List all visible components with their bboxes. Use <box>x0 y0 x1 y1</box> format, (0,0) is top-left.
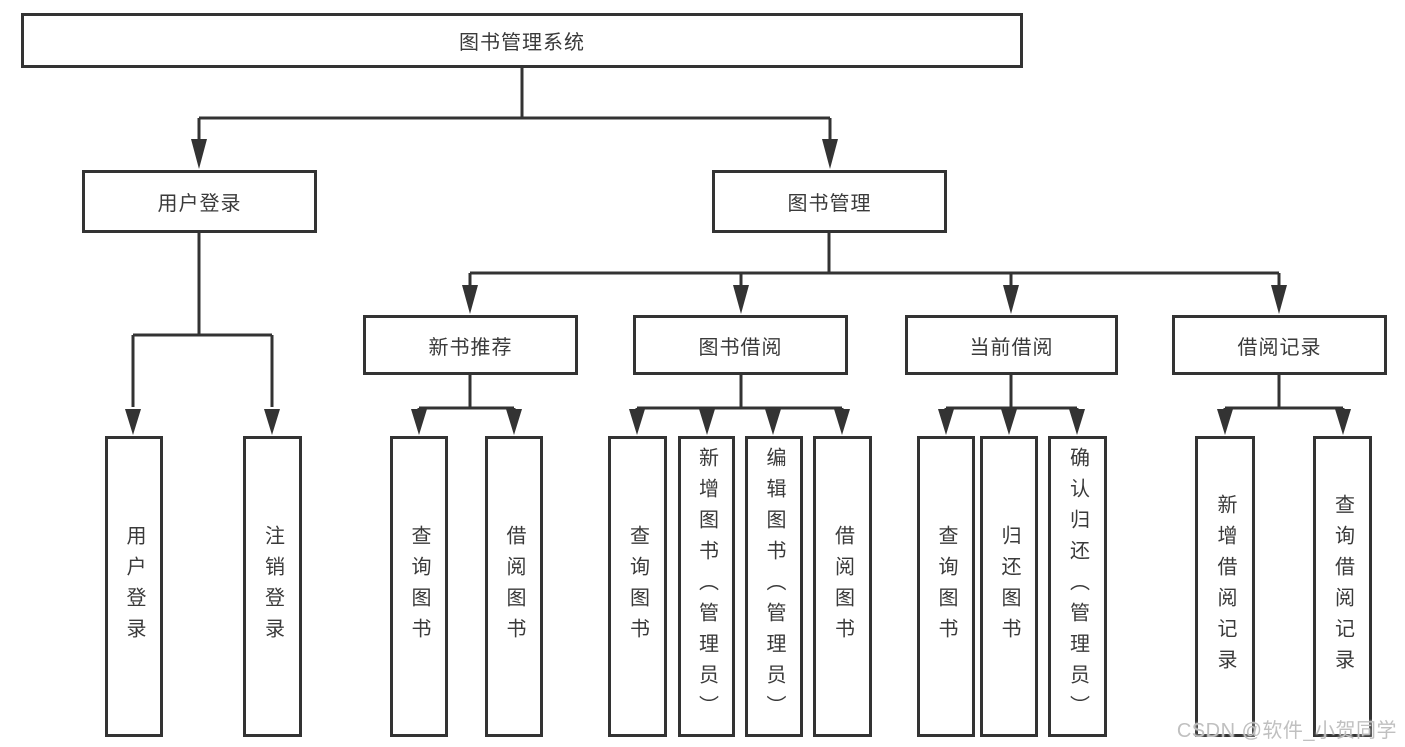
node-root-system: 图书管理系统 <box>21 13 1023 68</box>
leaf-query-borrow-record: 查询借阅记录 <box>1313 436 1372 737</box>
leaf-recommend-query-book: 查询图书 <box>390 436 448 737</box>
node-borrow-record: 借阅记录 <box>1172 315 1387 375</box>
leaf-borrow-borrow-book: 借阅图书 <box>813 436 872 737</box>
node-current-borrow: 当前借阅 <box>905 315 1118 375</box>
leaf-recommend-borrow-book: 借阅图书 <box>485 436 543 737</box>
leaf-confirm-return-admin: 确认归还（管理员） <box>1048 436 1107 737</box>
leaf-add-borrow-record: 新增借阅记录 <box>1195 436 1255 737</box>
node-label: 图书管理系统 <box>459 32 585 54</box>
node-label: 图书借阅 <box>698 336 783 359</box>
node-label: 新书推荐 <box>428 336 513 359</box>
node-label: 查询图书 <box>626 524 649 649</box>
node-label: 借阅记录 <box>1237 336 1322 359</box>
node-user-login: 用户登录 <box>82 170 317 233</box>
leaf-edit-book-admin: 编辑图书（管理员） <box>745 436 803 737</box>
leaf-return-book: 归还图书 <box>980 436 1038 737</box>
node-label: 借阅图书 <box>831 524 854 649</box>
leaf-current-query-book: 查询图书 <box>917 436 975 737</box>
watermark: CSDN @软件_小贺同学 <box>1176 720 1397 742</box>
node-label: 当前借阅 <box>969 336 1054 359</box>
leaf-user-login: 用户登录 <box>105 436 163 737</box>
node-label: 编辑图书（管理员） <box>763 447 785 726</box>
node-new-book-recommend: 新书推荐 <box>363 315 578 375</box>
node-label: 用户登录 <box>123 524 145 649</box>
node-label: 新增借阅记录 <box>1214 493 1236 680</box>
leaf-logout: 注销登录 <box>243 436 302 737</box>
node-label: 注销登录 <box>261 524 284 649</box>
leaf-add-book-admin: 新增图书（管理员） <box>678 436 735 737</box>
node-label: 借阅图书 <box>503 524 525 649</box>
node-label: 新增图书（管理员） <box>695 447 718 726</box>
leaf-borrow-query-book: 查询图书 <box>608 436 667 737</box>
node-label: 确认归还（管理员） <box>1066 447 1089 726</box>
node-label: 图书管理 <box>787 193 872 215</box>
arrowheads <box>125 139 1351 435</box>
node-book-management: 图书管理 <box>712 170 947 233</box>
node-label: 用户登录 <box>157 193 242 215</box>
node-label: 查询图书 <box>408 524 430 649</box>
node-book-borrow: 图书借阅 <box>633 315 848 375</box>
node-label: 查询图书 <box>935 524 957 649</box>
node-label: 归还图书 <box>998 524 1020 649</box>
node-label: 查询借阅记录 <box>1331 493 1354 680</box>
